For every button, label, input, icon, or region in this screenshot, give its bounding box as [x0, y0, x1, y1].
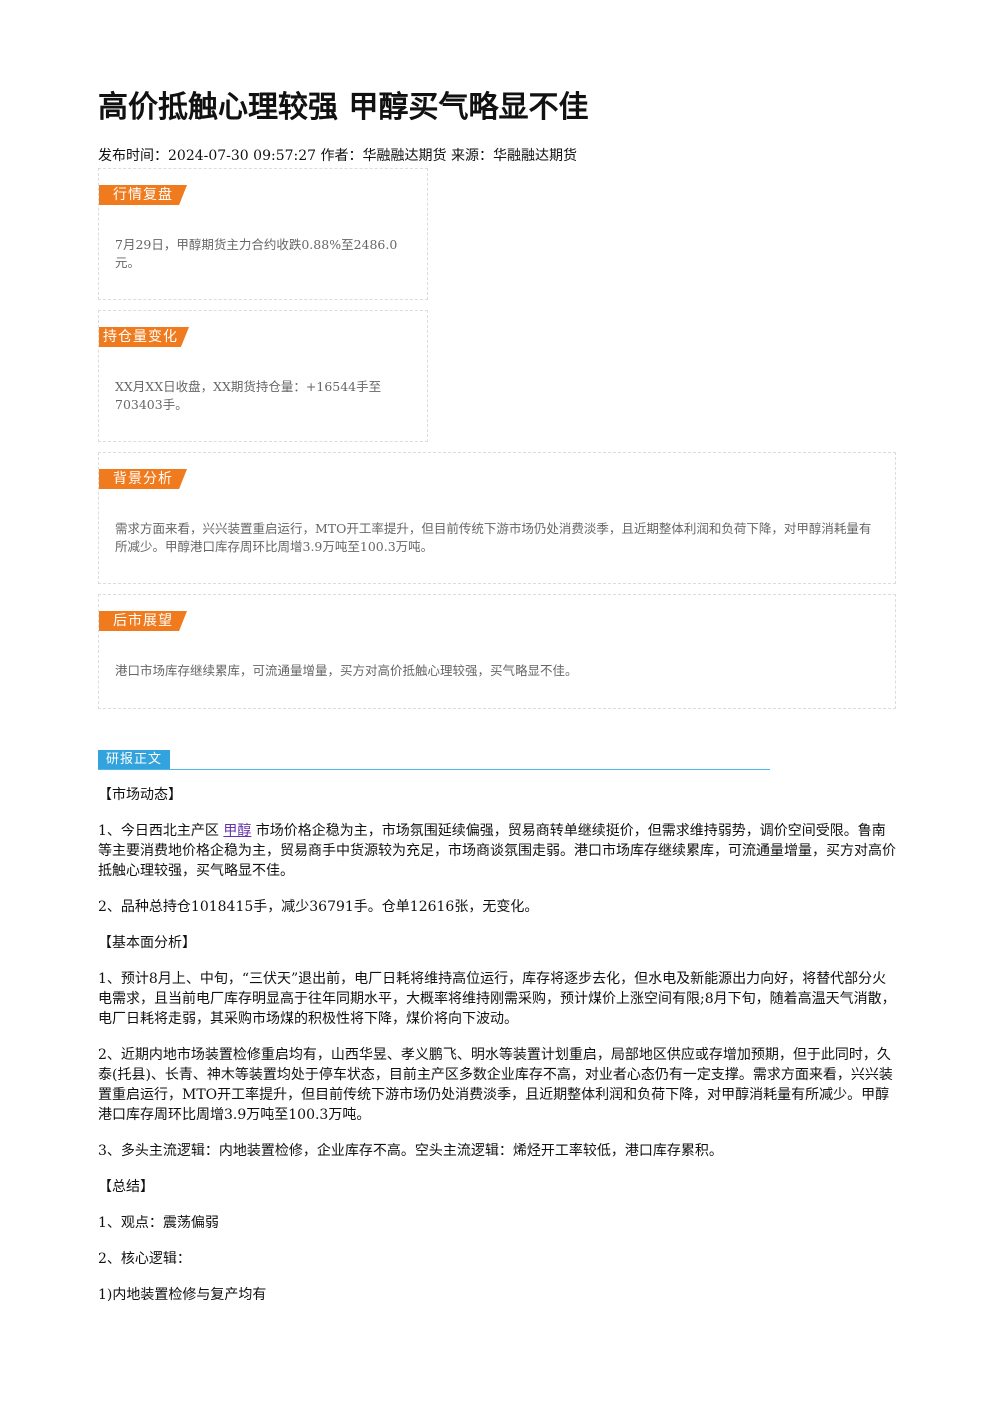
market-paragraph-1-rest: 市场价格企稳为主，市场氛围延续偏强，贸易商转单继续挺价，但需求维持弱势，调价空间…: [98, 823, 896, 879]
fundamental-heading: 【基本面分析】: [98, 935, 196, 951]
background-analysis-tag: 背景分析: [99, 469, 187, 489]
market-paragraph-2: 2、品种总持仓1018415手，减少36791手。仓单12616张，无变化。: [98, 899, 539, 915]
outlook-card: 后市展望 港口市场库存继续累库，可流通量增量，买方对高价抵触心理较强，买气略显不…: [98, 594, 896, 709]
report-section-tag: 研报正文: [98, 750, 170, 769]
position-change-tag: 持仓量变化: [99, 327, 189, 347]
outlook-text: 港口市场库存继续累库，可流通量增量，买方对高价抵触心理较强，买气略显不佳。: [115, 663, 578, 678]
article-meta: 发布时间：2024-07-30 09:57:27 作者：华融融达期货 来源：华融…: [98, 148, 577, 164]
background-analysis-card: 背景分析 需求方面来看，兴兴装置重启运行，MTO开工率提升，但目前传统下游市场仍…: [98, 452, 896, 584]
market-paragraph-1-start: 1、今日西北主产区: [98, 823, 224, 839]
market-review-tag: 行情复盘: [99, 185, 187, 205]
position-change-text: XX月XX日收盘，XX期货持仓量：+16544手至703403手。: [115, 379, 382, 412]
summary-core-logic: 2、核心逻辑：: [98, 1251, 191, 1267]
background-analysis-text: 需求方面来看，兴兴装置重启运行，MTO开工率提升，但目前传统下游市场仍处消费淡季…: [115, 521, 872, 554]
summary-heading: 【总结】: [98, 1179, 154, 1195]
market-dynamics-heading: 【市场动态】: [98, 787, 182, 803]
fundamental-paragraph-3: 3、多头主流逻辑：内地装置检修，企业库存不高。空头主流逻辑：烯烃开工率较低，港口…: [98, 1143, 723, 1159]
position-change-card: 持仓量变化 XX月XX日收盘，XX期货持仓量：+16544手至703403手。: [98, 310, 428, 442]
article-title: 高价抵触心理较强 甲醇买气略显不佳: [98, 90, 589, 125]
market-review-text: 7月29日，甲醇期货主力合约收跌0.88%至2486.0元。: [115, 237, 398, 270]
market-paragraph-1: 1、今日西北主产区 甲醇 市场价格企稳为主，市场氛围延续偏强，贸易商转单继续挺价…: [98, 821, 896, 881]
fundamental-paragraph-2: 2、近期内地市场装置检修重启均有，山西华昱、孝义鹏飞、明水等装置计划重启，局部地…: [98, 1047, 893, 1123]
report-section-label: 研报正文: [98, 750, 770, 770]
methanol-link[interactable]: 甲醇: [223, 823, 252, 839]
summary-logic-point-1: 1)内地装置检修与复产均有: [98, 1287, 267, 1303]
outlook-tag: 后市展望: [99, 611, 187, 631]
market-review-card: 行情复盘 7月29日，甲醇期货主力合约收跌0.88%至2486.0元。: [98, 168, 428, 300]
fundamental-paragraph-1: 1、预计8月上、中旬，“三伏天”退出前，电厂日耗将维持高位运行，库存将逐步去化，…: [98, 971, 896, 1027]
summary-view: 1、观点：震荡偏弱: [98, 1215, 219, 1231]
